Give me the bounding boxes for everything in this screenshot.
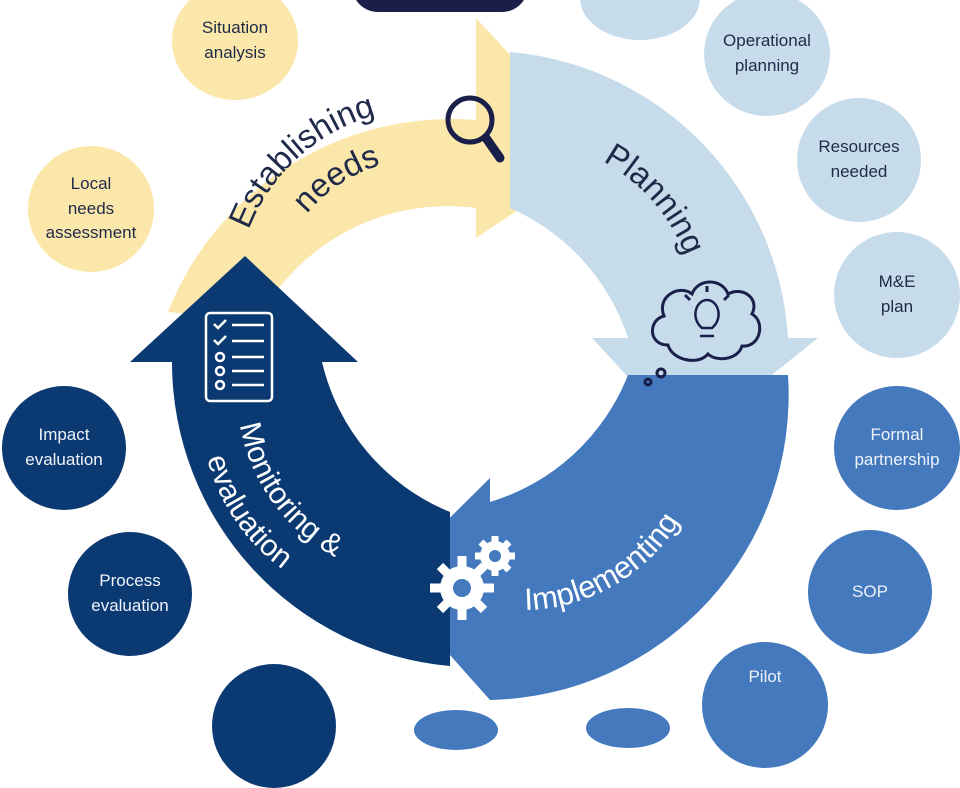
bubble-partial-bottom-left (212, 664, 336, 788)
arrow-monitoring-evaluation (130, 256, 450, 666)
bubble-situation-analysis: Situation analysis (172, 0, 298, 100)
bubble-me-plan: M&E plan (834, 232, 960, 358)
checklist-icon (204, 311, 274, 403)
bubble-impact-evaluation: Impact evaluation (2, 386, 126, 510)
bubble-resources-needed: Resources needed (797, 98, 921, 222)
arrow-establishing-needs (168, 18, 602, 320)
gears-icon (430, 536, 515, 620)
bubble-sop: SOP (808, 530, 932, 654)
top-header-pill (352, 0, 528, 12)
lightbulb-thought-icon (643, 280, 762, 387)
bubble-pilot: Pilot (702, 642, 828, 768)
bubble-formal-partnership: Formal partnership (834, 386, 960, 510)
bubble-partial-bottom-right (586, 708, 670, 748)
arrow-implementing (385, 375, 789, 700)
magnifier-icon (445, 95, 505, 163)
bubble-local-needs-assessment: Local needs assessment (28, 146, 154, 272)
bubble-operational-planning: Operational planning (704, 0, 830, 116)
cycle-arrows: Establishing Planning Implementing Monit… (130, 18, 818, 700)
bubble-process-evaluation: Process evaluation (68, 532, 192, 656)
bubble-partial-bottom-center (414, 710, 498, 750)
